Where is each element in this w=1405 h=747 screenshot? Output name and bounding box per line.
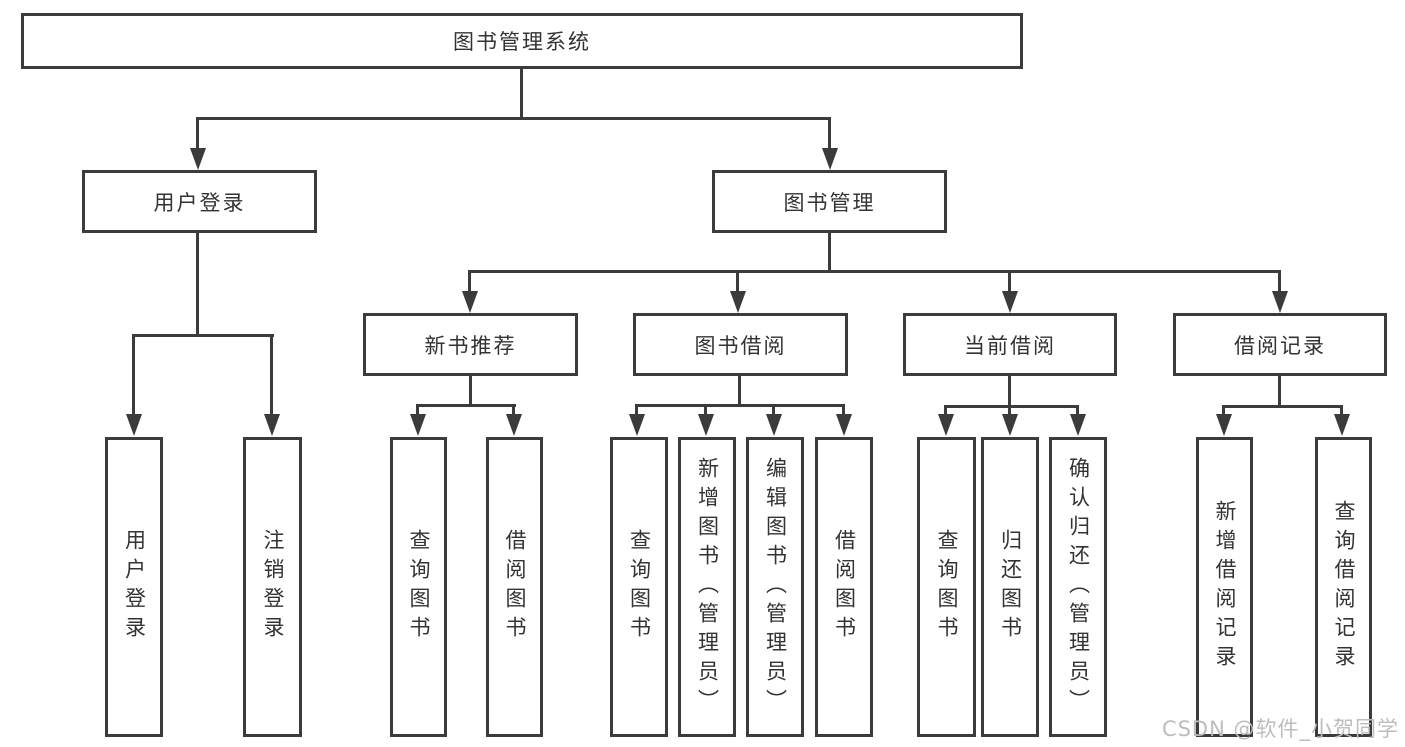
arrow-down-icon [836,414,852,436]
connector-line-v [944,405,947,416]
node-label: 确认归还（管理员） [1066,456,1091,718]
arrow-down-icon [629,414,645,436]
connector-line-v [1008,405,1011,416]
connector-line-v [469,376,472,406]
connector-line-h [469,270,1281,273]
leaf-edit-book-admin: 编辑图书（管理员） [746,437,804,737]
leaf-add-book-admin: 新增图书（管理员） [678,437,736,737]
leaf-logout: 注销登录 [243,437,302,737]
node-label: 图书管理系统 [453,30,591,54]
node-label: 借阅记录 [1234,333,1326,358]
connector-line-v [1008,270,1011,293]
connector-line-v [1222,405,1225,416]
connector-line-v [1076,405,1079,416]
connector-line-v [1278,376,1281,407]
node-label: 新书推荐 [424,333,517,358]
arrow-down-icon [1216,414,1232,436]
connector-line-v [738,376,741,406]
leaf-query-books-recommend: 查询图书 [390,437,447,737]
node-label: 图书管理 [783,190,876,215]
node-borrow-records: 借阅记录 [1173,313,1387,376]
arrow-down-icon [1070,414,1086,436]
arrow-down-icon [938,414,954,436]
connector-line-v [1340,405,1343,416]
node-library-system: 图书管理系统 [21,13,1023,69]
connector-line-v [416,404,419,416]
connector-line-v [512,404,515,416]
connector-line-v [1278,270,1281,293]
connector-line-v [1008,376,1011,407]
node-book-management: 图书管理 [712,170,947,233]
node-new-book-recommend: 新书推荐 [363,313,578,376]
arrow-down-icon [822,148,838,170]
connector-line-v [196,117,199,150]
connector-line-v [468,270,471,293]
arrow-down-icon [264,414,280,436]
leaf-query-books-current: 查询图书 [917,437,976,737]
connector-line-v [828,117,831,150]
connector-line-v [196,233,199,336]
arrow-down-icon [190,148,206,170]
node-label: 图书借阅 [694,333,787,358]
node-label: 借阅图书 [832,529,857,645]
node-label: 用户登录 [153,190,246,215]
connector-line-v [520,69,523,119]
leaf-user-login: 用户登录 [105,437,163,737]
node-label: 查询图书 [627,529,652,645]
leaf-query-books-borrow: 查询图书 [610,437,668,737]
connector-line-v [842,404,845,416]
leaf-confirm-return-admin: 确认归还（管理员） [1049,437,1107,737]
connector-line-h [1222,405,1343,408]
node-user-login: 用户登录 [82,170,317,233]
leaf-add-borrow-record: 新增借阅记录 [1196,437,1253,737]
connector-line-v [828,233,831,273]
connector-line-h [635,404,845,407]
node-book-borrow: 图书借阅 [633,313,848,376]
node-label: 当前借阅 [964,333,1056,358]
node-label: 借阅图书 [503,529,527,645]
arrow-down-icon [1334,414,1350,436]
node-label: 查询图书 [407,529,431,645]
leaf-borrow-books-recommend: 借阅图书 [486,437,543,737]
arrow-down-icon [410,414,426,436]
watermark: CSDN @软件_小贺同学 [1161,717,1399,741]
arrow-down-icon [1002,414,1018,436]
node-label: 用户登录 [122,529,147,645]
arrow-down-icon [462,291,478,313]
node-label: 归还图书 [998,529,1023,645]
node-label: 查询借阅记录 [1332,500,1356,674]
arrow-down-icon [730,291,746,313]
node-current-borrow: 当前借阅 [903,313,1117,376]
connector-line-h [944,405,1079,408]
arrow-down-icon [1272,291,1288,313]
connector-line-h [132,334,274,337]
node-label: 查询图书 [935,529,959,645]
connector-line-v [132,334,135,416]
arrow-down-icon [766,414,782,436]
connector-line-v [704,404,707,416]
arrow-down-icon [1002,291,1018,313]
connector-line-v [772,404,775,416]
leaf-borrow-books: 借阅图书 [815,437,873,737]
leaf-query-borrow-record: 查询借阅记录 [1315,437,1372,737]
node-label: 编辑图书（管理员） [763,456,788,718]
connector-line-v [270,334,273,416]
connector-line-v [635,404,638,416]
leaf-return-books: 归还图书 [981,437,1039,737]
arrow-down-icon [126,414,142,436]
connector-line-h [197,117,831,120]
node-label: 新增图书（管理员） [695,456,720,718]
connector-line-h [416,404,516,407]
connector-line-v [736,270,739,293]
node-label: 注销登录 [261,529,285,645]
node-label: 新增借阅记录 [1213,500,1237,674]
arrow-down-icon [506,414,522,436]
arrow-down-icon [698,414,714,436]
